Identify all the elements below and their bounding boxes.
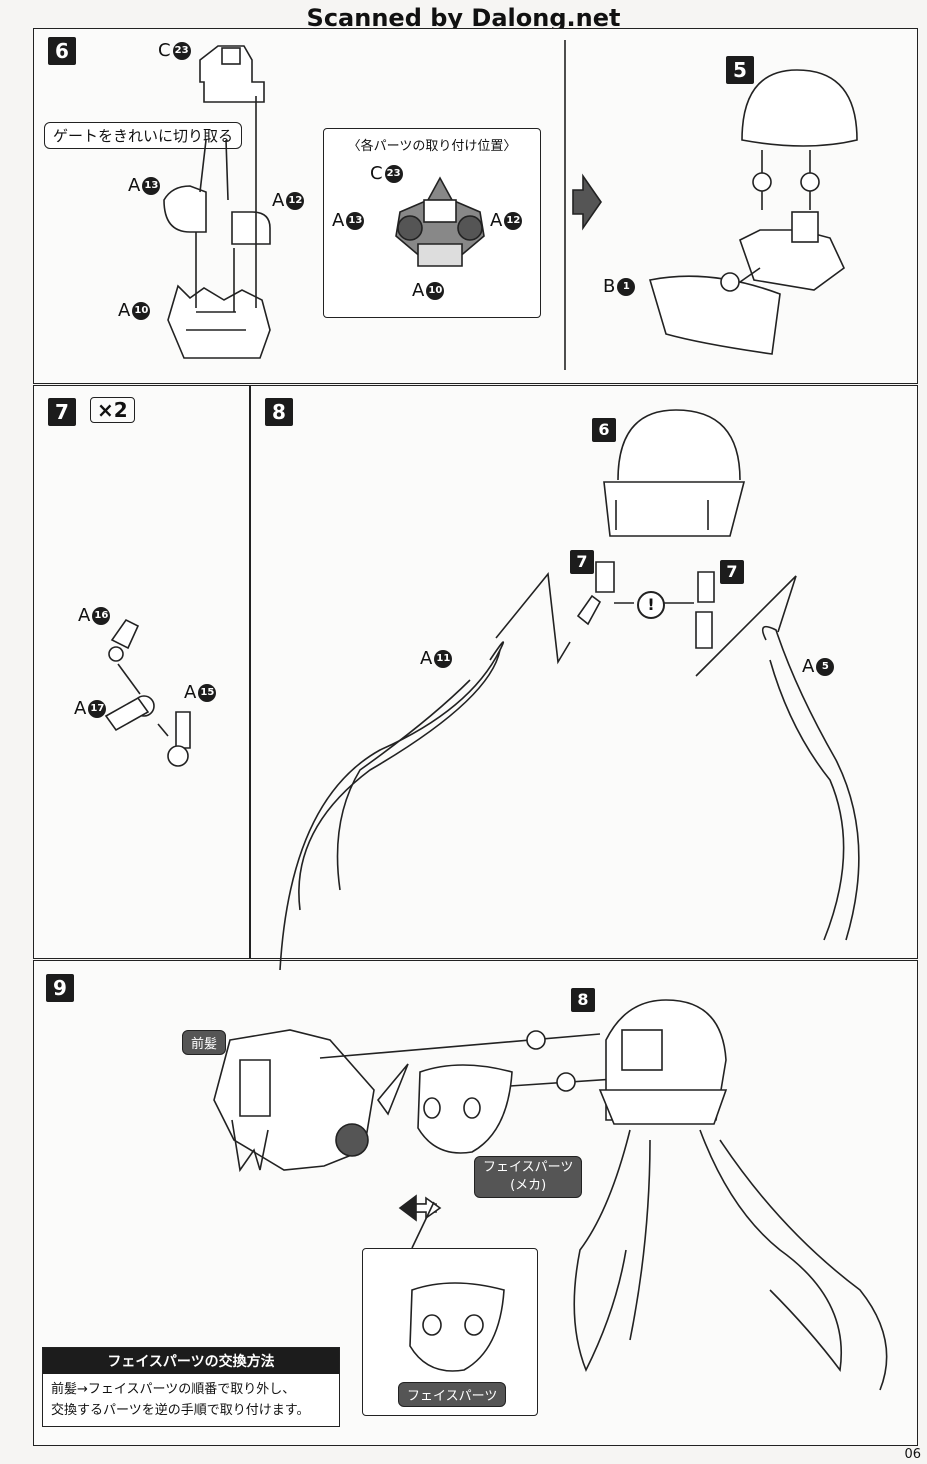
step8-drawing [279,409,860,971]
gate-note: ゲートをきれいに切り取る [44,122,243,149]
part-a13-drawing [163,185,207,233]
substep5-number: 5 [726,56,754,84]
face-meca-line1: フェイスパーツ [483,1160,574,1175]
multiplier-badge: ×2 [90,397,135,423]
ref7-left-number: 7 [570,550,594,574]
face-swap-info: フェイスパーツの交換方法 前髪→フェイスパーツの順番で取り外し、 交換するパーツ… [42,1347,340,1427]
step7-number: 7 [48,398,76,426]
part-c23-drawing [199,45,265,103]
next-step-arrow [572,173,602,231]
part-a12-drawing [231,211,271,245]
page-number: 06 [904,1447,921,1462]
step5-drawing [648,69,858,355]
part-a10-drawing [167,284,271,359]
ref8-number: 8 [571,988,595,1012]
info-title: フェイスパーツの交換方法 [43,1348,339,1374]
face-meca-tag: フェイスパーツ (メカ) [474,1156,583,1198]
step6-arrows [195,96,257,312]
ref7-right-number: 7 [720,560,744,584]
step7-drawing [104,618,191,767]
step9-drawing [213,999,888,1391]
caution-mark: ! [637,591,665,619]
position-box-title: 〈各パーツの取り付け位置〉 [347,139,517,154]
step8-number: 8 [265,398,293,426]
step9-number: 9 [46,974,74,1002]
step6-number: 6 [48,37,76,65]
watermark: Scanned by Dalong.net [306,4,621,32]
step7-frame [33,385,250,959]
position-diagram [395,176,485,267]
face-meca-line2: (メカ) [510,1178,547,1193]
face-normal-tag: フェイスパーツ [398,1382,507,1407]
info-line1: 前髪→フェイスパーツの順番で取り外し、 [51,1382,296,1397]
info-line2: 交換するパーツを逆の手順で取り付けます。 [51,1403,310,1418]
front-hair-tag: 前髪 [182,1030,227,1055]
step8-frame [250,385,918,959]
ref6-number: 6 [592,418,616,442]
